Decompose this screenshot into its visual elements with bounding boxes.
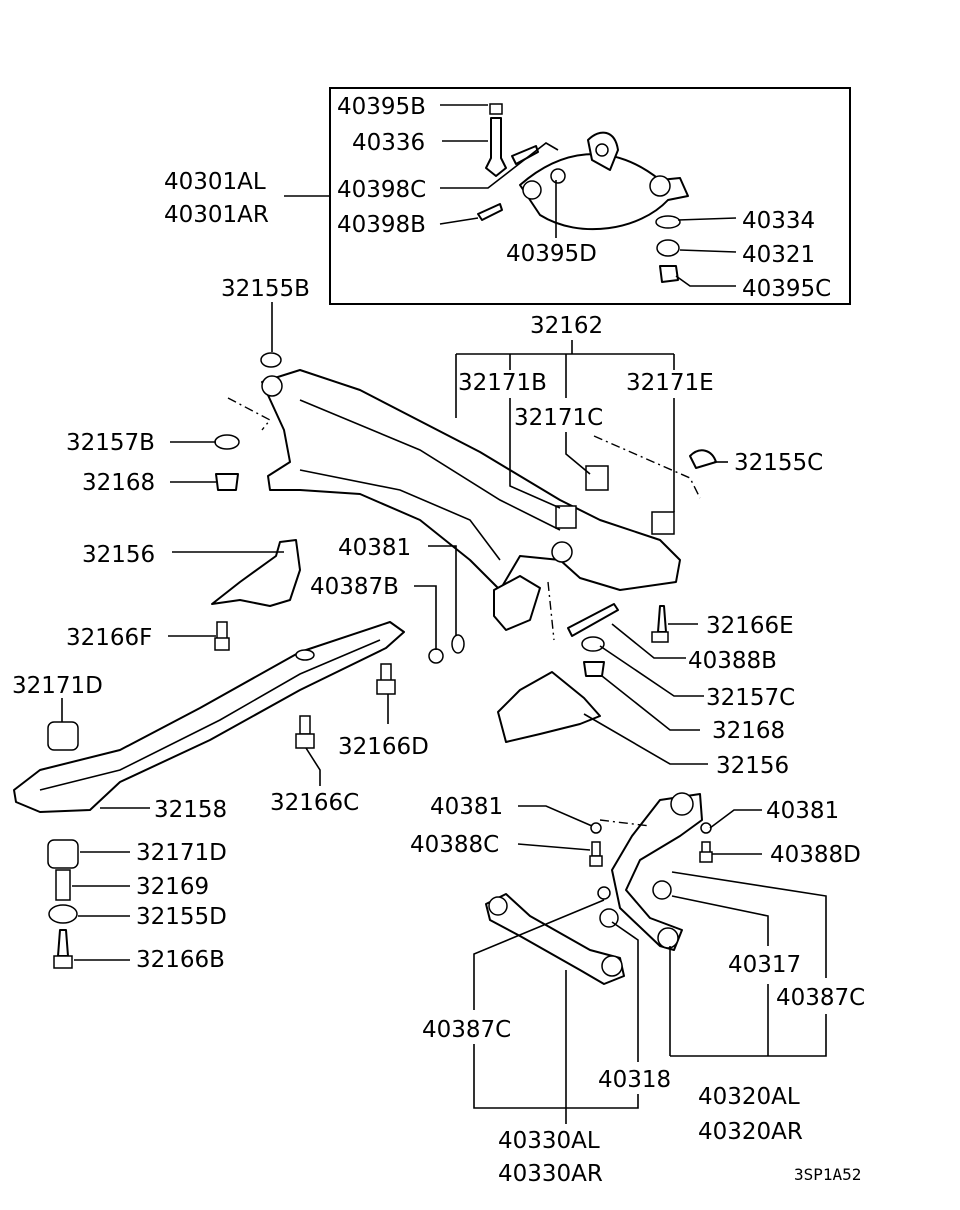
part-label: 40395C <box>742 276 831 302</box>
part-label: 40318 <box>598 1067 671 1093</box>
part-label: 32156 <box>716 753 789 779</box>
bushing-40317 <box>652 880 672 900</box>
part-label: 40381 <box>430 794 503 820</box>
bracket-right <box>497 671 601 743</box>
part-label: 40395D <box>506 241 597 267</box>
upper-arm-part <box>519 131 689 231</box>
part-label: 32155D <box>136 904 227 930</box>
part-label: 32155C <box>734 450 823 476</box>
part-label: 40388B <box>688 648 777 674</box>
lower-arm-40320 <box>611 792 703 951</box>
part-label: 40381 <box>766 798 839 824</box>
part-label: 32157C <box>706 685 795 711</box>
part-label: 32171B <box>458 370 547 396</box>
part-label: 40330AL <box>498 1128 600 1154</box>
part-label: 32158 <box>154 797 227 823</box>
drawing-code: 3SP1A52 <box>794 1165 861 1184</box>
part-label: 32166B <box>136 947 225 973</box>
part-label: 32171D <box>12 673 103 699</box>
part-label: 40301AR <box>164 202 269 228</box>
part-label: 40330AR <box>498 1161 603 1187</box>
part-label: 32169 <box>136 874 209 900</box>
part-label: 40301AL <box>164 169 266 195</box>
part-label: 40395B <box>337 94 426 120</box>
part-label: 40381 <box>338 535 411 561</box>
part-label: 32166E <box>706 613 794 639</box>
part-label: 40398C <box>337 177 426 203</box>
front-crossmember <box>261 369 681 631</box>
rear-crossmember <box>13 621 405 813</box>
alignment-lines <box>227 397 701 827</box>
part-label: 40388C <box>410 832 499 858</box>
part-label: 32168 <box>712 718 785 744</box>
part-label: 40320AL <box>698 1084 800 1110</box>
part-label: 40321 <box>742 242 815 268</box>
part-label: 32166D <box>338 734 429 760</box>
part-label: 32168 <box>82 470 155 496</box>
part-label: 32171D <box>136 840 227 866</box>
part-label: 40387C <box>422 1017 511 1043</box>
part-label: 40320AR <box>698 1119 803 1145</box>
part-label: 32171C <box>514 405 603 431</box>
part-label: 40387C <box>776 985 865 1011</box>
bracket-left <box>211 539 301 607</box>
part-label: 40336 <box>352 130 425 156</box>
lower-arm-40330 <box>485 893 625 985</box>
part-label: 32156 <box>82 542 155 568</box>
part-label: 32162 <box>530 313 603 339</box>
leader-lines <box>61 104 827 1124</box>
part-label: 40387B <box>310 574 399 600</box>
part-label: 40398B <box>337 212 426 238</box>
part-label: 32166F <box>66 625 152 651</box>
hardware-parts <box>47 352 717 969</box>
part-label: 32166C <box>270 790 359 816</box>
part-label: 32157B <box>66 430 155 456</box>
upper-arm-hardware <box>477 103 681 283</box>
part-label: 32171E <box>626 370 714 396</box>
part-label: 40388D <box>770 842 861 868</box>
part-label: 32155B <box>221 276 310 302</box>
part-label: 40334 <box>742 208 815 234</box>
part-label: 40317 <box>728 952 801 978</box>
